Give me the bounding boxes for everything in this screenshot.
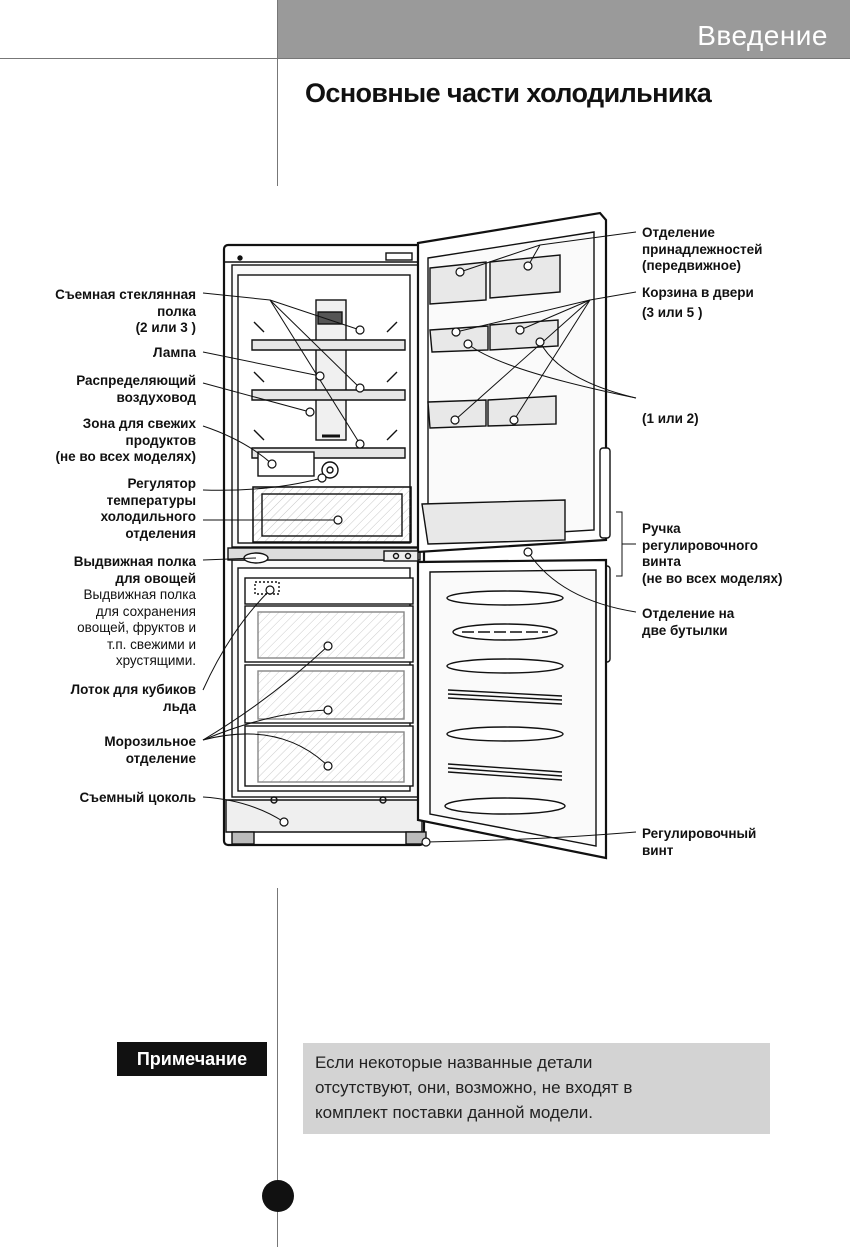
label-accessory: Отделение принадлежностей (передвижное) [642, 225, 763, 273]
label-base: Съемный цоколь [79, 790, 196, 805]
note-tag: Примечание [117, 1042, 267, 1076]
section-title: Введение [697, 20, 828, 51]
label-temp-regulator: Регулятор температуры холодильного отдел… [100, 476, 196, 541]
label-screw-handle: Ручка регулировочного винта (не во всех … [642, 521, 783, 586]
label-leveling-screw: Регулировочный винт [642, 826, 757, 858]
label-lamp: Лампа [153, 345, 196, 360]
header-divider [0, 58, 850, 59]
label-glass-shelf: Съемная стеклянная полка (2 или 3 ) [55, 287, 196, 335]
label-door-basket-alt: (1 или 2) [642, 411, 699, 426]
header-band: Введение [277, 0, 850, 58]
label-bottle: Отделение на две бутылки [642, 606, 735, 638]
page-number-dot [262, 1180, 294, 1212]
note-text: Если некоторые названные детали отсутств… [315, 1053, 633, 1122]
note-box: Если некоторые названные детали отсутств… [303, 1043, 770, 1134]
label-veg-drawer: Выдвижная полка для овощей Выдвижная пол… [73, 554, 196, 668]
column-divider-top [277, 0, 278, 186]
column-divider-bottom [277, 888, 278, 1247]
label-ice-tray: Лоток для кубиков льда [70, 682, 196, 714]
page-title: Основные части холодильника [305, 78, 712, 108]
label-freezer: Морозильное отделение [104, 734, 196, 766]
label-door-basket: Корзина в двери (3 или 5 ) [642, 285, 754, 320]
label-fresh-zone: Зона для свежих продуктов (не во всех мо… [55, 416, 197, 464]
label-air-duct: Распределяющий воздуховод [76, 373, 196, 405]
